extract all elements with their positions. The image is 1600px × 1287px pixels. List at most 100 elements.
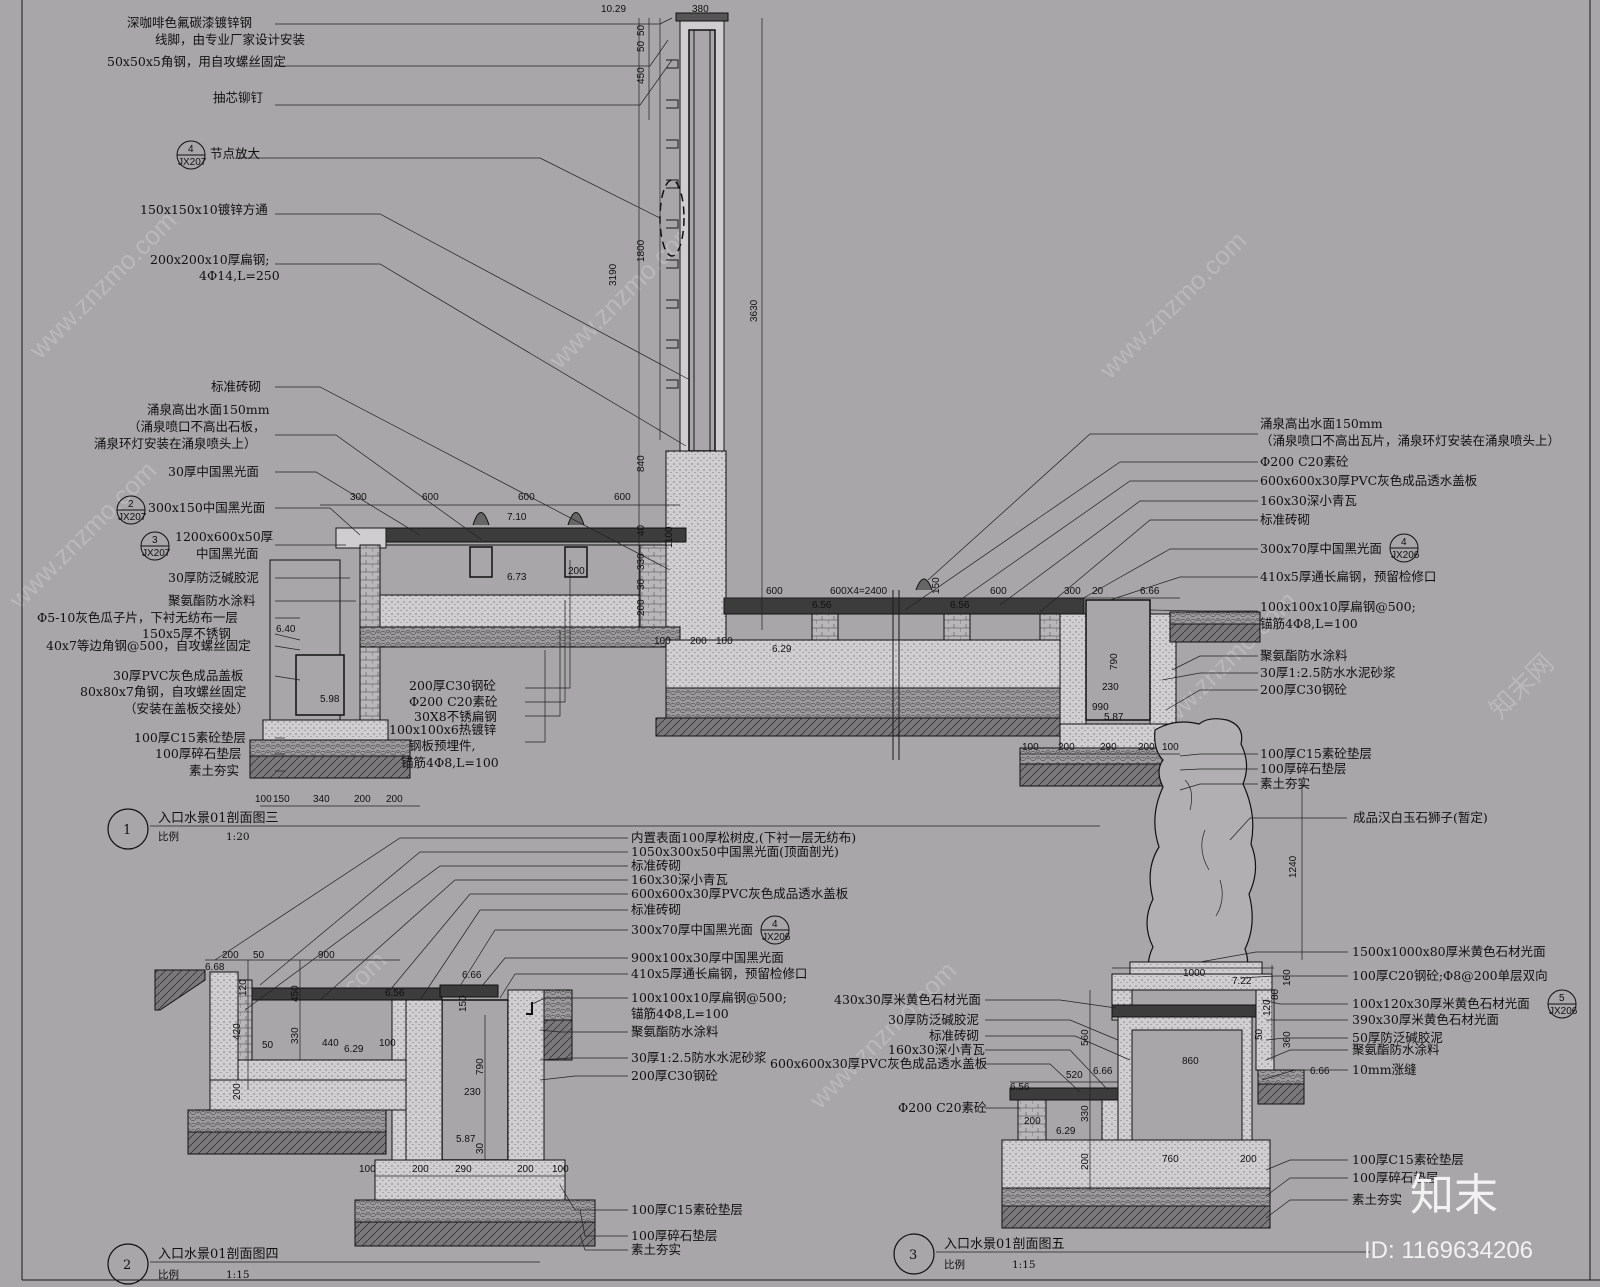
annotation: 100厚C15素砼垫层: [1260, 746, 1372, 761]
section1-right-annotations: 涌泉高出水面150mm （涌泉喷口不高出瓦片，涌泉环灯安装在涌泉喷头上） Φ20…: [1260, 416, 1560, 825]
annotation: 深咖啡色氟碳漆镀锌钢: [127, 15, 252, 30]
annotation: 聚氨酯防水涂料: [631, 1024, 719, 1039]
annotation: 390x30厚米黄色石材光面: [1352, 1012, 1499, 1027]
annotation: 素土夯实: [189, 763, 239, 778]
dimension-label: 340: [313, 794, 330, 805]
dimension-label: 860: [1182, 1056, 1199, 1067]
dimension-label: 100: [379, 1038, 396, 1049]
section2-leaders: [214, 837, 628, 1251]
elevation-label: 5.87: [1104, 712, 1124, 723]
annotation: 素土夯实: [1352, 1192, 1402, 1207]
section2-annotations: 内置表面100厚松树皮,(下衬一层无纺布) 1050x300x50中国黑光面(顶…: [631, 830, 856, 1257]
annotation: 200厚C30钢砼: [631, 1068, 718, 1083]
annotation: 涌泉高出水面150mm: [147, 402, 270, 417]
annotation: 50x50x5角钢，用自攻螺丝固定: [107, 54, 286, 69]
dimension-label: 380: [692, 4, 709, 15]
dimension-label: 760: [1162, 1154, 1179, 1165]
annotation: 1500x1000x80厚米黄色石材光面: [1352, 944, 1546, 959]
elevation-label: 5.87: [456, 1134, 476, 1145]
brand-watermark: 知末 ID: 1169634206: [1364, 1170, 1533, 1264]
annotation: 内置表面100厚松树皮,(下衬一层无纺布): [631, 830, 856, 845]
scale-value: 1:15: [226, 1269, 250, 1281]
dimension-label: 360: [1282, 1031, 1293, 1048]
annotation: 标准砖砌: [211, 379, 261, 394]
detail-tag: 2 JX207: [116, 495, 147, 525]
annotation: 标准砖砌: [631, 858, 681, 873]
dimension-label: 3190: [608, 263, 619, 286]
dimension-label: 200: [232, 1083, 243, 1100]
elevation-label: 6.66: [1093, 1066, 1113, 1077]
dimension-label: 200: [568, 566, 585, 577]
elevation-label: 6.66: [462, 970, 482, 981]
dimension-label: 1000: [1183, 968, 1206, 979]
detail-tag: 4 JX207: [176, 140, 207, 170]
annotation: 600x600x30厚PVC灰色成品透水盖板: [770, 1056, 988, 1071]
dimension-label: 420: [232, 1023, 243, 1040]
svg-text:2: 2: [128, 499, 134, 510]
annotation: 100厚碎石垫层: [1352, 1170, 1438, 1185]
annotation: 50厚防泛碱胶泥: [1352, 1030, 1443, 1045]
dimension-label: 40: [636, 524, 647, 536]
annotation: 节点放大: [210, 146, 260, 161]
annotation: 4Φ14,L=250: [199, 268, 280, 283]
annotation: 100x100x10厚扁钢@500;: [631, 990, 787, 1005]
section2-geometry: [154, 969, 596, 1247]
annotation: 成品汉白玉石狮子(暂定): [1353, 810, 1488, 825]
elevation-label: 6.56: [950, 600, 970, 611]
dimension-label: 440: [322, 1038, 339, 1049]
image-id: ID: 1169634206: [1364, 1237, 1533, 1264]
dimension-label: 50: [253, 950, 265, 961]
watermark-text: www.znzmo.com: [542, 215, 702, 375]
dimension-label: 50: [1254, 1028, 1265, 1040]
dimension-label: 200: [412, 1164, 429, 1175]
svg-text:4: 4: [188, 144, 194, 155]
dimension-label: 30: [475, 1142, 486, 1154]
svg-text:4: 4: [1401, 537, 1407, 548]
annotation: （安装在盖板交接处）: [124, 701, 249, 716]
dimension-label: 30: [636, 578, 647, 590]
elevation-label: 6.73: [507, 572, 527, 583]
annotation: 30厚PVC灰色成品盖板: [113, 668, 244, 683]
annotation: 素土夯实: [631, 1242, 681, 1257]
annotation: 100x100x10厚扁钢@500;: [1260, 599, 1416, 614]
svg-text:5: 5: [1559, 993, 1565, 1004]
dimension-label: 450: [290, 985, 301, 1002]
dimension-label: 840: [636, 455, 647, 472]
dimension-label: 600: [614, 492, 631, 503]
dimension-label: 200: [636, 599, 647, 616]
detail-tag: 4 JX206: [1389, 533, 1420, 563]
section1-title-block: 1 入口水景01剖面图三 比例 1:20: [107, 808, 1100, 850]
dimension-label: 520: [1066, 1070, 1083, 1081]
annotation: 30厚中国黑光面: [168, 464, 259, 479]
dimension-label: 50: [636, 40, 647, 52]
dimension-label: 100: [359, 1164, 376, 1175]
detail-tag: 5 JX206: [1547, 989, 1578, 1019]
svg-text:JX207: JX207: [178, 157, 207, 168]
svg-text:JX207: JX207: [142, 548, 171, 559]
annotation: 150x150x10镀锌方通: [140, 202, 268, 217]
section1-geometry: [249, 12, 1261, 978]
annotation: 80x80x7角钢，自攻螺丝固定: [80, 684, 246, 699]
annotation: 200x200x10厚扁钢;: [150, 252, 269, 267]
annotation: 中国黑光面: [196, 546, 259, 561]
dimension-label: 600: [990, 586, 1007, 597]
dimension-label: 100: [716, 636, 733, 647]
annotation: 30X8不锈扁钢: [414, 709, 497, 724]
annotation: 160x30深小青瓦: [888, 1042, 985, 1057]
frame: [21, 0, 1600, 1281]
dimension-label: 200: [386, 794, 403, 805]
dimension-label: 1240: [1288, 855, 1299, 878]
elevation-label: 5.98: [320, 694, 340, 705]
dimension-label: 290: [455, 1164, 472, 1175]
dimension-label: 600: [518, 492, 535, 503]
annotation: 600x600x30厚PVC灰色成品透水盖板: [1260, 473, 1478, 488]
dimension-label: 200: [1080, 1153, 1091, 1170]
annotation: 100厚C20钢砼;Φ8@200单层双向: [1352, 968, 1548, 983]
elevation-label: 6.56: [812, 600, 832, 611]
elevation-label: 6.56: [1010, 1082, 1030, 1093]
detail-tag: 4 JX206: [760, 915, 791, 945]
dimension-label: 50: [262, 1040, 274, 1051]
dimension-label: 20: [1092, 586, 1104, 597]
annotation: 标准砖砌: [929, 1028, 979, 1043]
